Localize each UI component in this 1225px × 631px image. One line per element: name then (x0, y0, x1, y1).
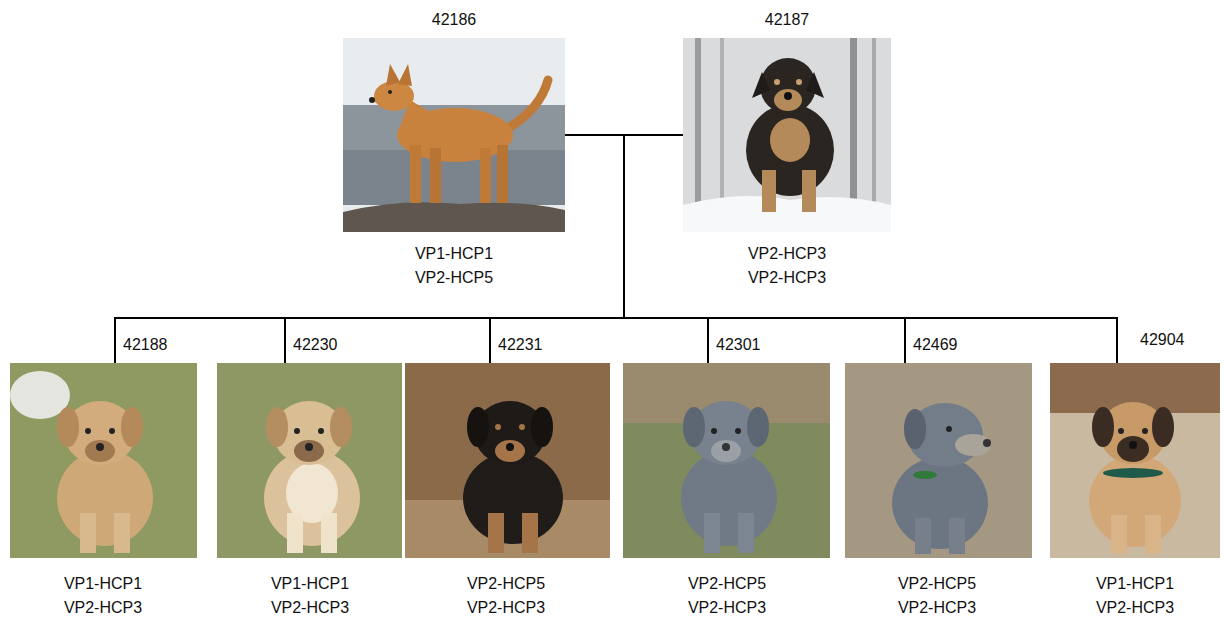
genotype-label: VP2-HCP5 VP2-HCP3 (672, 572, 782, 620)
dog-node: 42186VP1-HCP1 VP2-HCP5 (343, 38, 565, 232)
dog-photo (343, 38, 565, 232)
dog-node: 42187VP2-HCP3 VP2-HCP3 (683, 38, 891, 232)
dog-id: 42186 (432, 8, 477, 32)
genotype-label: VP2-HCP5 VP2-HCP3 (882, 572, 992, 620)
pedigree-line (115, 135, 624, 363)
dog-node: 42301VP2-HCP5 VP2-HCP3 (623, 363, 830, 558)
puppy-photo (845, 363, 1032, 558)
pedigree-line (565, 135, 1117, 363)
genotype-label: VP1-HCP1 VP2-HCP3 (255, 572, 365, 620)
genotype-label: VP1-HCP1 VP2-HCP3 (1080, 572, 1190, 620)
dog-id: 42469 (913, 333, 958, 357)
dog-id: 42187 (765, 8, 810, 32)
genotype-label: VP2-HCP3 VP2-HCP3 (732, 242, 842, 290)
puppy-photo (405, 363, 610, 558)
genotype-label: VP1-HCP1 VP2-HCP3 (48, 572, 158, 620)
puppy-photo (1050, 363, 1220, 558)
dog-id: 42904 (1140, 328, 1185, 352)
genotype-label: VP2-HCP5 VP2-HCP3 (451, 572, 561, 620)
dog-photo (683, 38, 891, 232)
dog-node: 42231VP2-HCP5 VP2-HCP3 (405, 363, 610, 558)
dog-id: 42230 (293, 333, 338, 357)
dog-node: 42469VP2-HCP5 VP2-HCP3 (845, 363, 1032, 558)
dog-node: 42188VP1-HCP1 VP2-HCP3 (10, 363, 197, 558)
pedigree-line (565, 135, 708, 363)
pedigree-line (490, 135, 624, 363)
pedigree-line (115, 135, 683, 363)
dog-id: 42301 (716, 333, 761, 357)
puppy-photo (10, 363, 197, 558)
pedigree-line (285, 135, 624, 363)
genotype-label: VP1-HCP1 VP2-HCP5 (399, 242, 509, 290)
dog-node: 42904VP1-HCP1 VP2-HCP3 (1050, 363, 1220, 558)
pedigree-line (624, 135, 905, 363)
dog-id: 42188 (123, 333, 168, 357)
dog-node: 42230VP1-HCP1 VP2-HCP3 (217, 363, 402, 558)
puppy-photo (623, 363, 830, 558)
pedigree-line (565, 135, 905, 363)
puppy-photo (217, 363, 402, 558)
pedigree-line (490, 135, 683, 363)
pedigree-line (624, 135, 1117, 363)
dog-id: 42231 (498, 333, 543, 357)
pedigree-line (624, 135, 708, 363)
